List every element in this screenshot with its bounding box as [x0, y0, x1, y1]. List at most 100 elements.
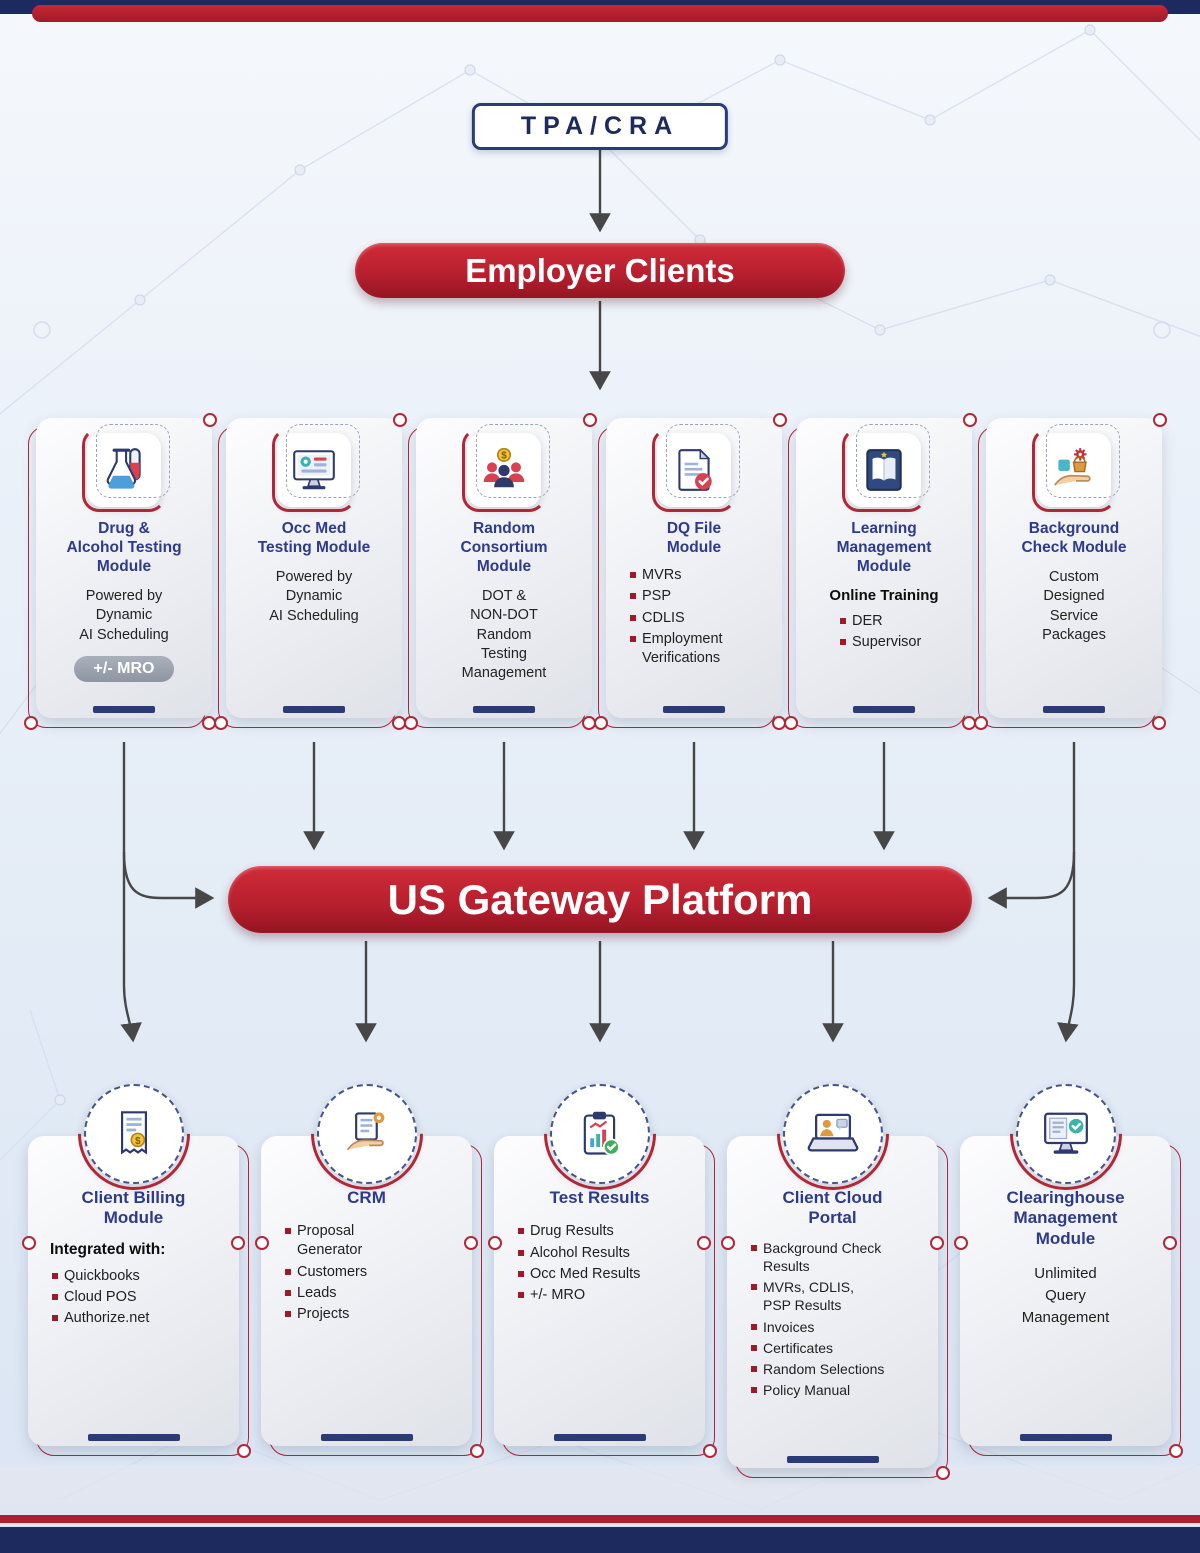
- laptop-portal-icon: [807, 1113, 858, 1152]
- mro-badge: +/- MRO: [73, 655, 175, 682]
- module-icon-circle: [316, 1084, 417, 1184]
- bullet-item: Proposal Generator: [285, 1222, 466, 1260]
- connector-ring: [24, 716, 38, 730]
- bottom-red-stripe: [0, 1515, 1200, 1523]
- module-card-learning-management: Learning Management Module Online Traini…: [784, 413, 977, 730]
- bullet-item: MVRs, CDLIS, PSP Results: [751, 1278, 932, 1314]
- bullet-item: PSP: [630, 587, 776, 606]
- monitor-schedule-icon: [293, 450, 335, 490]
- arrow-drug-to-platform: [122, 851, 215, 909]
- card-underline-bar: [786, 1456, 879, 1463]
- module-card-occ-med-testing: Occ Med Testing Module Powered by Dynami…: [214, 413, 407, 730]
- module-subtitle: Integrated with:: [50, 1240, 166, 1258]
- connector-ring: [974, 716, 988, 730]
- bullet-item: Customers: [285, 1263, 466, 1282]
- hand-crm-icon: [346, 1112, 384, 1151]
- connector-ring: [1169, 1444, 1183, 1458]
- module-bullet-list: Background Check Results MVRs, CDLIS, PS…: [727, 1239, 938, 1400]
- connector-ring: [237, 1444, 251, 1458]
- module-card-random-consortium: $ Random Consortium Module DOT & NON-DOT…: [404, 413, 597, 730]
- card-underline-bar: [853, 706, 915, 713]
- card-underline-bar: [283, 706, 345, 713]
- document-check-icon: [678, 448, 712, 491]
- card-underline-bar: [1019, 1434, 1112, 1441]
- module-card-client-billing: $ Client Billing Module Integrated with:…: [22, 1084, 251, 1458]
- bullet-item: Background Check Results: [751, 1239, 932, 1275]
- connector-ring: [954, 1236, 968, 1250]
- us-gateway-platform-banner: US Gateway Platform: [228, 866, 972, 933]
- bullet-item: Invoices: [751, 1318, 932, 1336]
- connector-ring: [255, 1236, 269, 1250]
- svg-text:$: $: [135, 1136, 141, 1147]
- card-underline-bar: [1043, 706, 1105, 713]
- svg-text:$: $: [501, 451, 507, 462]
- bullet-item: CDLIS: [630, 609, 776, 628]
- group-dollar-icon: $: [483, 447, 525, 488]
- module-title: Clearinghouse Management Module: [1006, 1188, 1125, 1248]
- module-icon-box: [652, 428, 736, 512]
- connector-ring: [470, 1444, 484, 1458]
- bullet-item: Cloud POS: [52, 1288, 233, 1307]
- monitor-query-icon: [1043, 1112, 1088, 1154]
- module-body: Powered by Dynamic AI Scheduling: [79, 587, 169, 643]
- connector-ring: [594, 716, 608, 730]
- connector-ring: [1163, 1236, 1177, 1250]
- connector-ring: [404, 716, 418, 730]
- connector-ring: [1153, 413, 1167, 427]
- card-underline-bar: [320, 1434, 413, 1441]
- module-title: DQ File Module: [666, 520, 722, 556]
- module-body: Powered by Dynamic AI Scheduling: [269, 568, 359, 624]
- module-card-crm: CRM Proposal Generator Customers Leads P…: [255, 1084, 484, 1458]
- card-underline-bar: [473, 706, 535, 713]
- module-bullet-list: Proposal Generator Customers Leads Proje…: [261, 1222, 472, 1324]
- connector-ring: [22, 1236, 36, 1250]
- module-card-background-check: Background Check Module Custom Designed …: [974, 413, 1167, 730]
- module-icon-circle: [1015, 1084, 1116, 1184]
- bullet-item: Quickbooks: [52, 1267, 233, 1286]
- bullet-item: Employment Verifications: [630, 630, 776, 668]
- connector-ring: [1152, 716, 1166, 730]
- module-icon-box: $: [462, 428, 546, 512]
- bullet-item: Supervisor: [840, 633, 966, 652]
- arrow-background-to-platform: [987, 851, 1076, 909]
- module-icon-circle: [549, 1084, 650, 1184]
- module-card-drug-alcohol-testing: Drug & Alcohol Testing Module Powered by…: [24, 413, 217, 730]
- line-background-down-to-clearinghouse: [1057, 742, 1079, 1043]
- ebook-icon: [866, 449, 902, 491]
- card-underline-bar: [87, 1434, 180, 1441]
- module-icon-box: [842, 428, 926, 512]
- bottom-navy-stripe: [0, 1527, 1200, 1553]
- connector-ring: [583, 413, 597, 427]
- module-bullet-list: DER Supervisor: [796, 612, 972, 652]
- bullet-item: DER: [840, 612, 966, 631]
- connector-ring: [936, 1466, 950, 1480]
- module-body: Custom Designed Service Packages: [1042, 568, 1106, 644]
- employer-clients-banner: Employer Clients: [355, 243, 845, 298]
- bullet-item: Projects: [285, 1305, 466, 1324]
- connector-ring: [214, 716, 228, 730]
- connector-ring: [930, 1236, 944, 1250]
- module-card-dq-file: DQ File Module MVRs PSP CDLIS Employment…: [594, 413, 787, 730]
- module-body: DOT & NON-DOT Random Testing Management: [461, 587, 547, 682]
- card-underline-bar: [553, 1434, 646, 1441]
- hand-service-icon: [1054, 448, 1091, 486]
- module-title: Client Billing Module: [81, 1188, 186, 1228]
- flask-testtube-icon: [106, 448, 141, 489]
- top-red-stripe: [32, 5, 1168, 22]
- module-title: Background Check Module: [1021, 520, 1127, 556]
- bullet-item: +/- MRO: [518, 1286, 699, 1305]
- connector-ring: [464, 1236, 478, 1250]
- module-title: Learning Management Module: [836, 520, 932, 575]
- module-icon-box: [272, 428, 356, 512]
- module-title: Random Consortium Module: [460, 520, 548, 575]
- bullet-item: Certificates: [751, 1339, 932, 1357]
- connector-ring: [703, 1444, 717, 1458]
- bullet-item: Authorize.net: [52, 1309, 233, 1328]
- connector-ring: [784, 716, 798, 730]
- bullet-item: Policy Manual: [751, 1381, 932, 1399]
- bullet-item: Drug Results: [518, 1222, 699, 1241]
- connector-ring: [231, 1236, 245, 1250]
- module-bullet-list: MVRs PSP CDLIS Employment Verifications: [606, 566, 782, 668]
